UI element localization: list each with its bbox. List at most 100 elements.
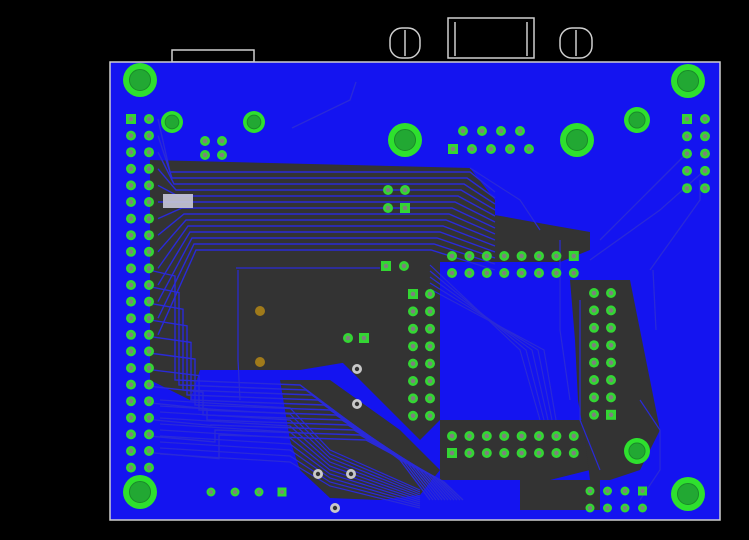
round-pad xyxy=(144,412,154,423)
trace xyxy=(649,180,701,271)
round-pad xyxy=(486,144,496,154)
round-pad xyxy=(206,487,216,497)
round-pad xyxy=(144,263,154,274)
round-pad xyxy=(589,357,599,368)
round-pad xyxy=(425,341,435,352)
round-pad xyxy=(144,429,154,440)
round-pad xyxy=(126,163,136,174)
mounting-hole xyxy=(671,64,705,98)
round-pad xyxy=(589,375,599,385)
round-pad xyxy=(477,126,487,136)
trace xyxy=(159,429,421,501)
round-pad xyxy=(589,392,599,403)
round-pad xyxy=(200,150,210,160)
round-pad xyxy=(399,261,409,271)
round-pad xyxy=(458,126,468,136)
round-pad xyxy=(568,268,579,278)
round-pad xyxy=(126,329,136,340)
round-pad xyxy=(144,363,154,373)
round-pad xyxy=(408,341,418,352)
round-pad xyxy=(400,185,410,195)
round-pad xyxy=(516,448,527,458)
trace xyxy=(148,302,437,501)
trace xyxy=(159,399,421,491)
round-pad xyxy=(144,396,154,407)
traces xyxy=(148,81,706,509)
trace xyxy=(237,270,241,401)
round-pad xyxy=(425,376,435,386)
square-pad xyxy=(408,289,418,299)
round-pad xyxy=(383,185,393,195)
trace xyxy=(159,435,421,503)
round-pad xyxy=(408,358,418,369)
round-pad xyxy=(447,431,457,441)
square-pad xyxy=(359,333,369,343)
round-pad xyxy=(499,431,510,441)
round-pad xyxy=(126,180,136,191)
round-pad xyxy=(481,251,492,261)
round-pad xyxy=(700,148,710,159)
trace xyxy=(599,149,691,241)
gold-via xyxy=(255,357,265,367)
trace xyxy=(148,319,440,501)
square-pad xyxy=(638,486,647,496)
round-pad xyxy=(425,306,435,317)
round-pad xyxy=(126,412,136,423)
trace xyxy=(148,429,461,501)
round-pad xyxy=(481,431,492,441)
mounting-hole xyxy=(161,111,183,133)
trace xyxy=(157,243,496,319)
trace xyxy=(148,385,452,501)
trace xyxy=(429,276,549,421)
round-pad xyxy=(126,296,136,307)
round-pad xyxy=(126,446,136,456)
round-pad xyxy=(126,130,136,141)
round-pad xyxy=(620,486,630,496)
round-pad xyxy=(254,487,264,497)
trace xyxy=(148,352,446,501)
round-pad xyxy=(589,340,599,351)
trace xyxy=(429,288,557,421)
round-pad xyxy=(144,246,154,257)
round-pad xyxy=(499,448,510,458)
trace xyxy=(159,417,421,497)
round-pad xyxy=(425,410,435,421)
round-pad xyxy=(126,363,136,373)
round-pad xyxy=(524,144,534,154)
round-pad xyxy=(200,136,210,146)
round-pad xyxy=(126,379,136,390)
round-pad xyxy=(230,487,240,497)
round-pad xyxy=(505,144,515,154)
trace xyxy=(157,168,496,211)
round-pad xyxy=(585,486,595,496)
round-pad xyxy=(534,448,544,458)
round-pad xyxy=(481,448,492,458)
trace xyxy=(429,270,545,421)
trace xyxy=(159,411,421,495)
via xyxy=(313,469,323,479)
round-pad xyxy=(638,503,647,513)
round-pad xyxy=(606,288,616,298)
round-pad xyxy=(447,251,457,261)
round-pad xyxy=(447,268,457,278)
trace xyxy=(148,269,431,501)
round-pad xyxy=(126,263,136,274)
trace xyxy=(159,405,421,493)
trace xyxy=(157,135,496,199)
round-pad xyxy=(606,322,616,333)
round-pad xyxy=(144,313,154,324)
round-pad xyxy=(126,197,136,207)
round-pad xyxy=(496,126,506,136)
round-pad xyxy=(425,323,435,334)
trace xyxy=(159,453,421,509)
trace xyxy=(148,418,458,501)
trace xyxy=(157,237,496,302)
round-pad xyxy=(144,213,154,224)
round-pad xyxy=(144,130,154,141)
round-pad xyxy=(585,503,595,513)
trace xyxy=(159,447,421,507)
round-pad xyxy=(408,410,418,421)
round-pad xyxy=(516,431,527,441)
square-pad xyxy=(447,448,457,458)
pads xyxy=(126,114,710,513)
